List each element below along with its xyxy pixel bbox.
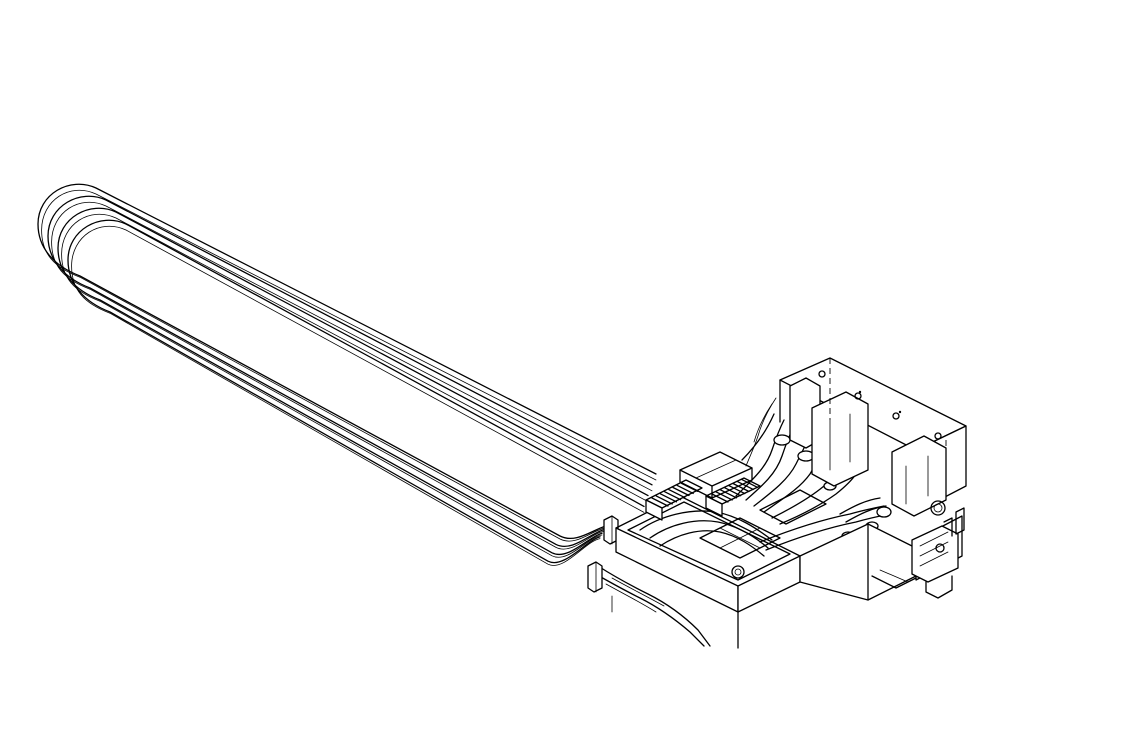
tube-4-outer-wall: [67, 219, 645, 564]
connector-left-rib: [659, 493, 678, 503]
lower-tube-run: [591, 565, 711, 647]
connector-left-rib: [668, 488, 686, 499]
tube-4-inner-wall: [71, 225, 645, 566]
tube-1-outer-wall: [37, 183, 657, 540]
compartment-grid: [679, 451, 827, 559]
tube-3: [57, 207, 649, 558]
tube-2-inner-wall: [51, 201, 653, 550]
tube-4: [67, 219, 645, 566]
connector-right-rib: [719, 489, 738, 499]
connector-left-rib: [651, 497, 669, 507]
tube-bundle: [37, 183, 657, 566]
connector-right-rib: [736, 480, 754, 491]
tube-clip-lower: [587, 561, 613, 613]
connector-left-rib: [655, 495, 673, 505]
connector-right-rib: [711, 493, 729, 503]
tube-2: [47, 195, 653, 550]
connector-right-rib: [715, 491, 733, 501]
connector-left-rib: [676, 484, 694, 495]
wire-lead: [745, 397, 777, 467]
tube-3-inner-wall: [61, 213, 649, 558]
tube-1: [37, 183, 657, 542]
connector-right: [705, 477, 761, 517]
connector-left-rib: [672, 486, 690, 497]
connector-left: [645, 479, 703, 521]
tube-3-outer-wall: [57, 207, 649, 556]
actuator-mechanism: [911, 507, 965, 599]
tube-1-inner-wall: [41, 189, 657, 542]
connector-right-rib: [728, 484, 746, 495]
connector-right-rib: [732, 482, 750, 493]
housing-block: [779, 357, 967, 517]
connector-left-rib: [663, 491, 682, 501]
base-tray: [615, 495, 801, 649]
tube-2-outer-wall: [47, 195, 653, 547]
